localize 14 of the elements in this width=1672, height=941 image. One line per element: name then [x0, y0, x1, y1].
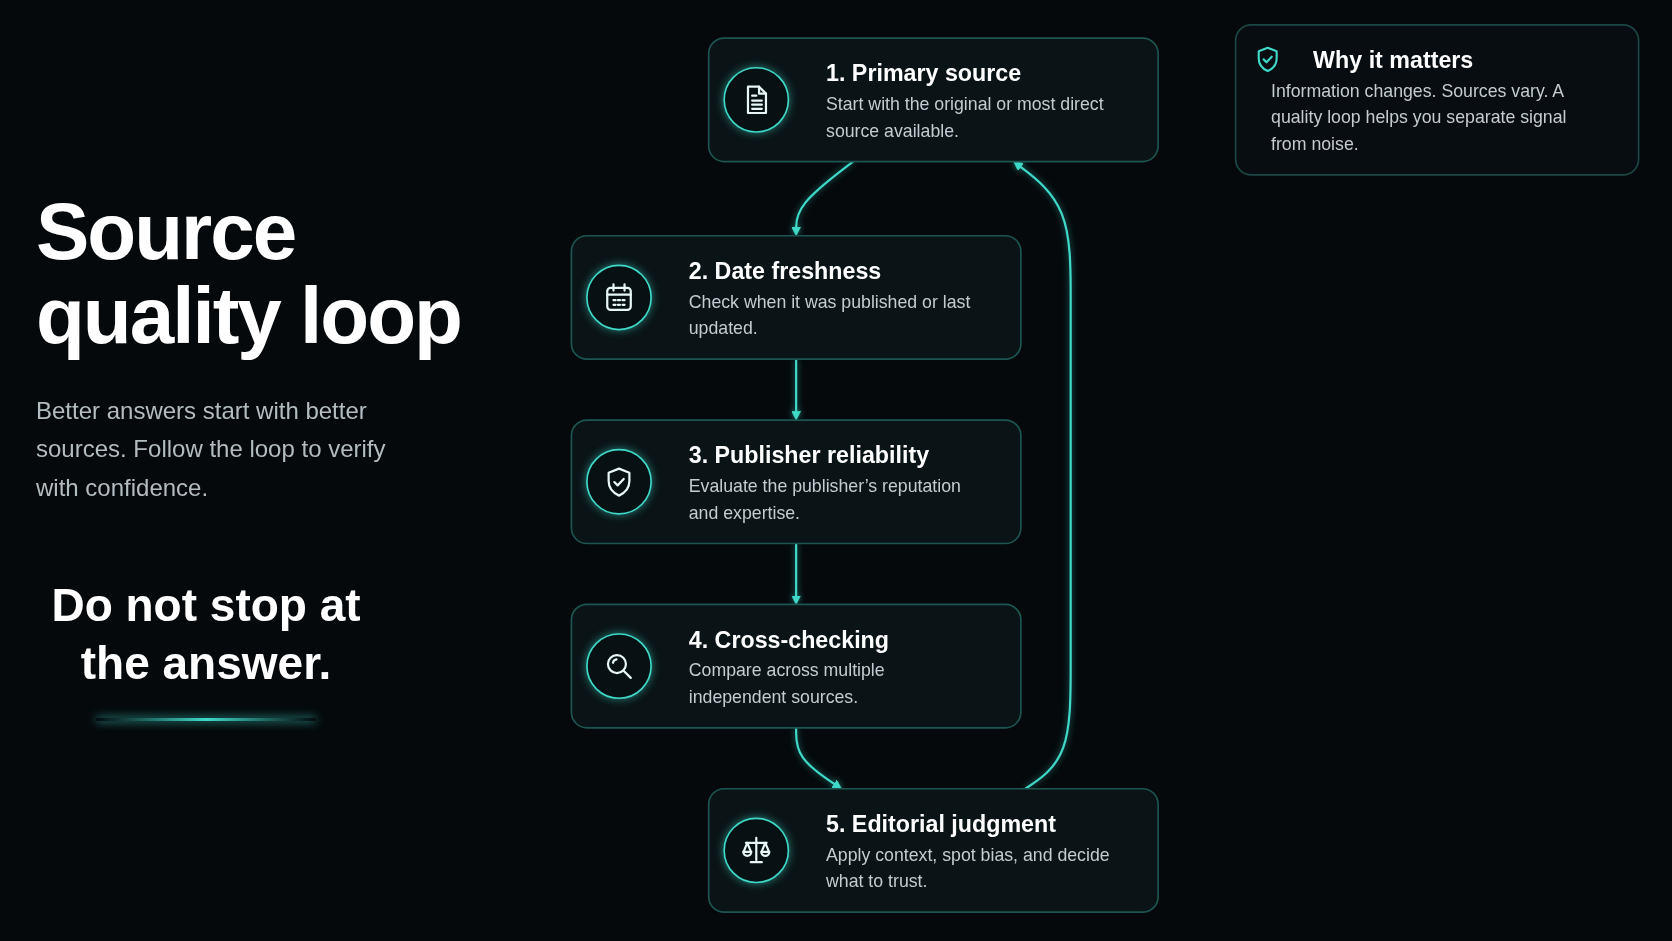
tagline: Do not stop at the answer.: [50, 578, 362, 691]
node-box: 1. Primary source Start with the original or most direct source available.: [707, 37, 1159, 163]
subtitle: Better answers start with better sources. Follow the loop to verify with confidence.: [36, 396, 387, 503]
arrow: [795, 727, 842, 790]
arrow: [1013, 161, 1072, 790]
node-box: 4. Cross-checking Compare across multiple independent sources.: [570, 603, 1022, 729]
node-box: 5. Editorial judgment Apply context, spot bias, and decide what to trust.: [707, 787, 1159, 913]
arrow: [791, 160, 854, 237]
node-box: 2. Date freshness Check when it was published or last updated.: [570, 234, 1022, 360]
title: Source quality loop: [36, 190, 462, 358]
arrow: [791, 543, 801, 605]
arrow: [791, 359, 801, 421]
node-box: 3. Publisher reliability Evaluate the publisher’s reputation and expertise.: [570, 419, 1022, 545]
node-box: Why it matters Information changes. Sources vary. A quality loop helps you separate signal from noise.: [1234, 24, 1640, 176]
